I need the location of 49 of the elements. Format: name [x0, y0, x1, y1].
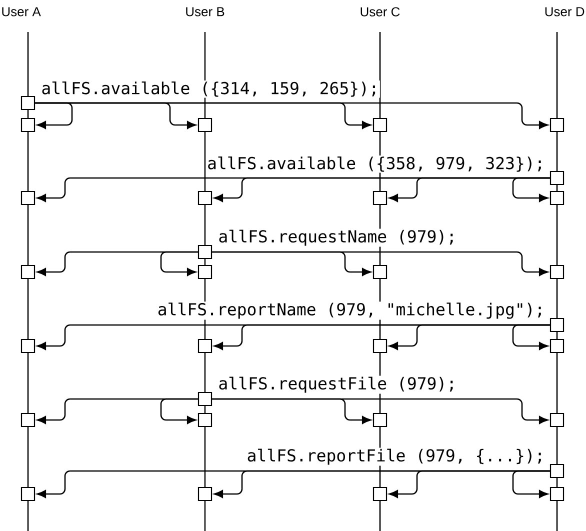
activation-box	[198, 190, 212, 206]
activation-box	[372, 118, 388, 132]
activation-box	[198, 486, 212, 502]
arrow	[160, 398, 198, 424]
activation-box	[550, 318, 564, 332]
activation-box	[372, 338, 388, 354]
activation-box	[550, 464, 564, 478]
activation-box	[20, 412, 36, 428]
arrow	[512, 324, 550, 350]
arrow	[212, 251, 548, 276]
activation-box	[20, 118, 36, 132]
activation-box	[372, 264, 388, 280]
arrow	[512, 470, 550, 498]
message-label: allFS.available ({358, 979, 323});	[206, 155, 546, 173]
lifeline-label: User B	[186, 7, 224, 16]
arrow	[512, 177, 550, 202]
arrow	[212, 398, 548, 424]
activation-box	[20, 190, 36, 206]
arrow	[160, 251, 198, 276]
activation-box	[372, 486, 388, 502]
message-label: allFS.reportName (979, "michelle.jpg");	[156, 302, 546, 320]
arrow	[35, 102, 73, 129]
message-label: allFS.requestFile (979);	[217, 376, 458, 394]
activation-box	[20, 486, 36, 502]
message-label: allFS.reportFile (979, {...});	[246, 448, 546, 466]
activation-box	[550, 264, 564, 280]
activation-box	[198, 118, 212, 132]
arrow	[35, 102, 548, 129]
activation-box	[20, 338, 36, 354]
activation-box	[198, 264, 212, 280]
activation-box	[198, 338, 212, 354]
activation-box	[198, 244, 212, 260]
activation-box	[20, 264, 36, 280]
lifeline-label: User D	[545, 7, 584, 16]
activation-box	[198, 392, 212, 406]
lifeline-label: User C	[360, 7, 400, 16]
activation-box	[550, 486, 564, 502]
activation-box	[198, 412, 212, 428]
activation-box	[372, 412, 388, 428]
activation-box	[20, 96, 36, 110]
activation-box	[550, 118, 564, 132]
activation-box	[550, 170, 564, 186]
activation-box	[372, 190, 388, 206]
activation-box	[550, 190, 564, 206]
activation-box	[550, 412, 564, 428]
lifeline-label: User A	[2, 7, 41, 16]
activation-box	[550, 338, 564, 354]
message-label: allFS.requestName (979);	[217, 228, 458, 247]
message-label: allFS.available ({314, 159, 265});	[40, 80, 380, 98]
